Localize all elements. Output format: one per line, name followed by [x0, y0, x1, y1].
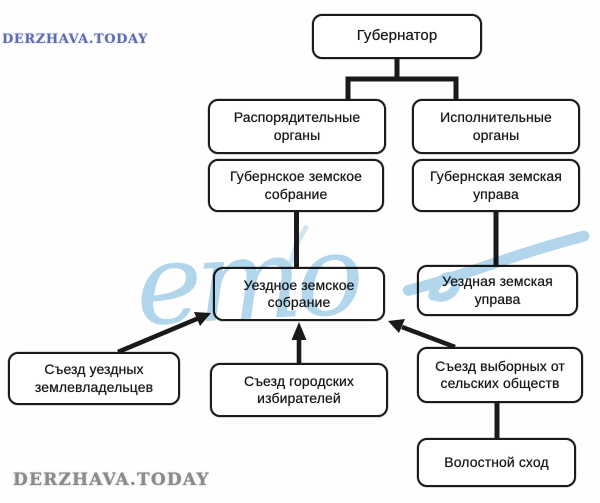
node-administrative-organs: Распорядительные органы — [208, 99, 386, 154]
arrowhead-upleft-icon — [388, 319, 405, 333]
site-watermark-bottom-left: DERZHAVA.TODAY — [13, 470, 210, 490]
node-provincial-zemstvo-assembly: Губернское земское собрание — [208, 159, 384, 212]
arrowhead-up-icon — [291, 322, 307, 340]
node-city-voters-congress: Съезд городских избирателей — [210, 363, 388, 417]
script-watermark-flourish — [287, 225, 309, 269]
node-rural-societies-congress: Съезд выборных от сельских обществ — [417, 347, 583, 403]
edge-governor-split — [345, 59, 459, 99]
arrowhead-upright-icon — [194, 312, 211, 326]
edge-landowners-arrow-line — [117, 315, 200, 355]
node-district-zemstvo-assembly: Уездное земское собрание — [213, 267, 385, 321]
node-district-zemstvo-board: Уездная земская управа — [417, 265, 578, 316]
node-governor: Губернатор — [312, 14, 482, 59]
node-landowners-congress: Съезд уездных землевладельцев — [8, 352, 180, 405]
node-executive-organs: Исполнительные органы — [412, 99, 580, 154]
edge-rural-congress-arrow-line — [401, 324, 456, 350]
node-provincial-zemstvo-board: Губернская земская управа — [412, 159, 580, 212]
site-watermark-top-left: DERZHAVA.TODAY — [2, 32, 148, 47]
node-volost-assembly: Волостной сход — [417, 438, 576, 487]
